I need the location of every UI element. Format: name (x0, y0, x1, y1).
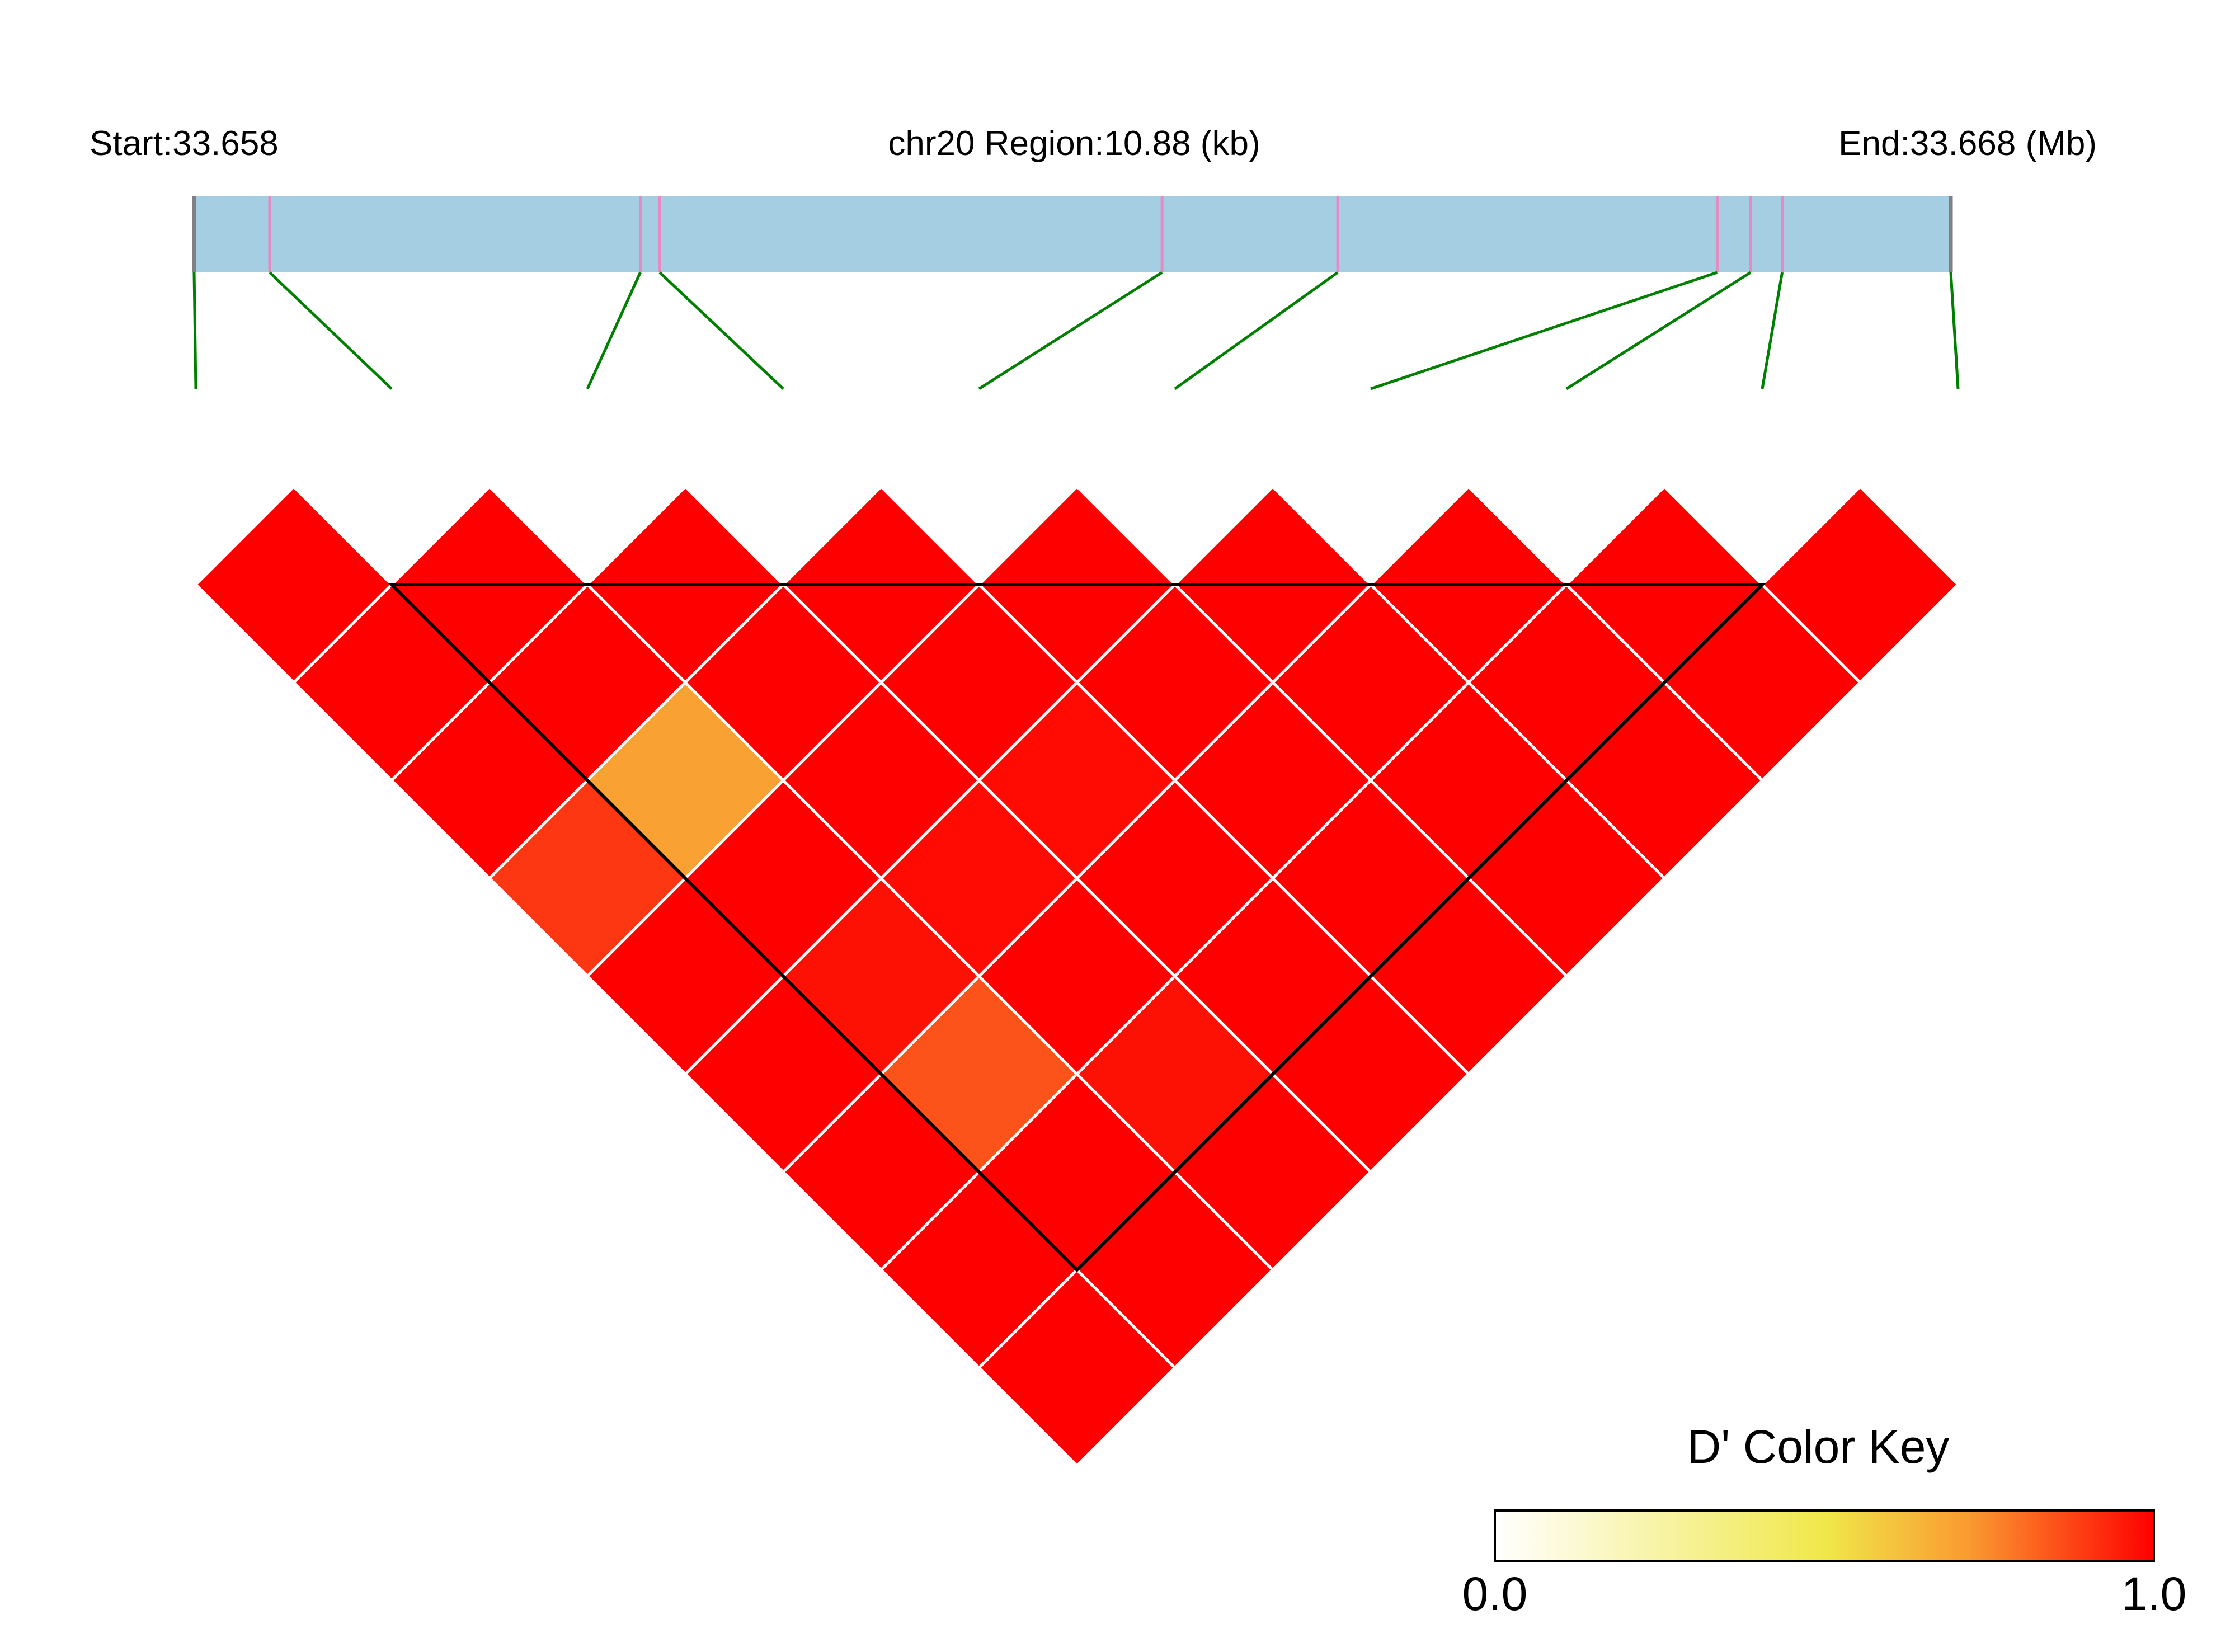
snp-connector (1761, 272, 1784, 389)
snp-connector (1174, 271, 1339, 390)
region-start-label: Start:33.658 (90, 124, 279, 163)
ld-cell-group (194, 484, 1960, 1468)
snp-connector (192, 272, 197, 389)
snp-connector (269, 271, 393, 390)
ld-block-group (387, 583, 1767, 1273)
color-key-title: D' Color Key (1687, 1420, 1950, 1473)
ld-cell (977, 1268, 1177, 1468)
snp-connector (658, 271, 784, 390)
region-center-label: chr20 Region:10.88 (kb) (888, 124, 1260, 163)
snp-connector (978, 271, 1163, 390)
region-end-label: End:33.668 (Mb) (1838, 124, 2097, 163)
snp-connector (1370, 271, 1718, 390)
region-bar (194, 196, 1951, 272)
color-key-min-label: 0.0 (1462, 1568, 1528, 1620)
color-key-max-label: 1.0 (2121, 1568, 2187, 1620)
snp-connector (1565, 271, 1752, 390)
snp-connector (586, 271, 642, 390)
snp-tick-group (192, 196, 1953, 272)
ld-block-outline (387, 583, 1767, 1273)
snp-connector-group (192, 271, 1960, 390)
color-key-bar (1494, 1509, 2155, 1562)
snp-connector (1949, 272, 1960, 389)
